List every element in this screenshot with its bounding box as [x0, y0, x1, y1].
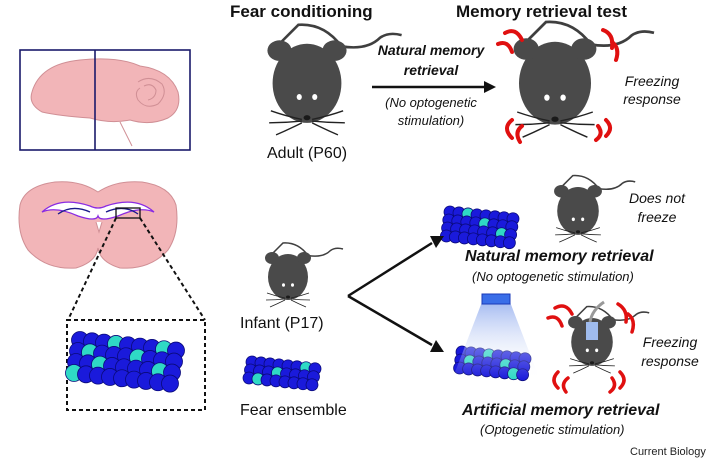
credit-text: Current Biology: [630, 446, 706, 458]
adult-label: Adult (P60): [267, 145, 348, 162]
fear-ensemble-label: Fear ensemble: [240, 402, 347, 419]
cell: [161, 374, 179, 393]
cell: [305, 378, 319, 392]
fear-ensemble-zoom: [65, 331, 185, 393]
header-memory-retrieval-test: Memory retrieval test: [456, 2, 628, 21]
infant-mouse-icon: [264, 242, 344, 308]
zoom-lines: [66, 217, 206, 411]
header-fear-conditioning: Fear conditioning: [230, 2, 373, 21]
adult-result-line1: Freezing: [624, 73, 680, 89]
adult-arrow-title-line2: retrieval: [403, 62, 459, 78]
laser-light-icon: [452, 293, 540, 380]
adult-arrow-note-line2: stimulation): [397, 113, 465, 128]
artificial-branch-title: Artificial memory retrieval: [462, 402, 660, 419]
artificial-branch-note: (Optogenetic stimulation): [480, 422, 625, 437]
freeze-marks-adult: [496, 28, 620, 144]
freeze-marks-artificial: [546, 302, 636, 394]
infant-label: Infant (P17): [240, 315, 324, 332]
arrowhead-natural: [430, 236, 444, 248]
fear-ensemble-small: [242, 355, 322, 392]
natural-branch-title: Natural memory retrieval: [465, 248, 654, 265]
adult-result-line2: response: [623, 91, 681, 107]
artificial-mouse-icon: [567, 300, 650, 374]
arrowhead-artificial: [430, 340, 444, 352]
natural-branch-note: (No optogenetic stimulation): [472, 269, 634, 284]
adult-arrow-note-line1: (No optogenetic: [385, 95, 477, 110]
artificial-result-line2: response: [641, 353, 699, 369]
ensemble-natural-retrieval: [439, 205, 520, 250]
sagittal-brain: [19, 49, 191, 151]
adult-arrow-title-line1: Natural memory: [377, 42, 485, 58]
coronal-brain: [18, 181, 178, 269]
branch-arrows: [347, 241, 433, 347]
adult-retrieval-arrow: [372, 81, 496, 93]
cell: [502, 236, 516, 250]
natural-result-line2: freeze: [637, 209, 677, 225]
artificial-result-line1: Freezing: [642, 334, 698, 350]
natural-result-line1: Does not: [628, 190, 686, 206]
